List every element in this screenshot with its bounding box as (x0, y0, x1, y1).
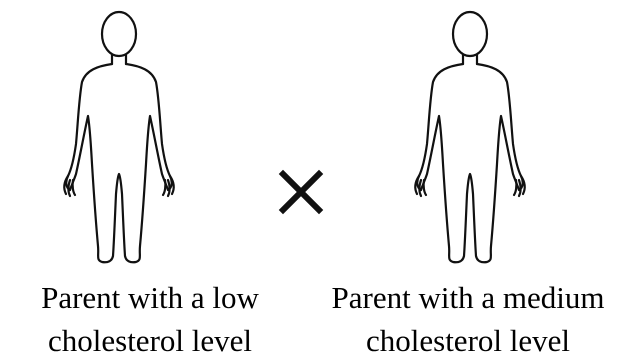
caption-line-2: cholesterol level (0, 319, 300, 362)
caption-line-1: Parent with a medium (318, 276, 618, 319)
human-outline-icon (405, 6, 535, 268)
parent-figure-medium (405, 6, 535, 268)
caption-line-1: Parent with a low (0, 276, 300, 319)
human-outline-icon (54, 6, 184, 268)
caption-parent-low: Parent with a low cholesterol level (0, 276, 300, 362)
caption-line-2: cholesterol level (318, 319, 618, 362)
caption-parent-medium: Parent with a medium cholesterol level (318, 276, 618, 362)
multiply-icon (276, 167, 326, 217)
cross-symbol (276, 167, 326, 217)
parent-figure-low (54, 6, 184, 268)
